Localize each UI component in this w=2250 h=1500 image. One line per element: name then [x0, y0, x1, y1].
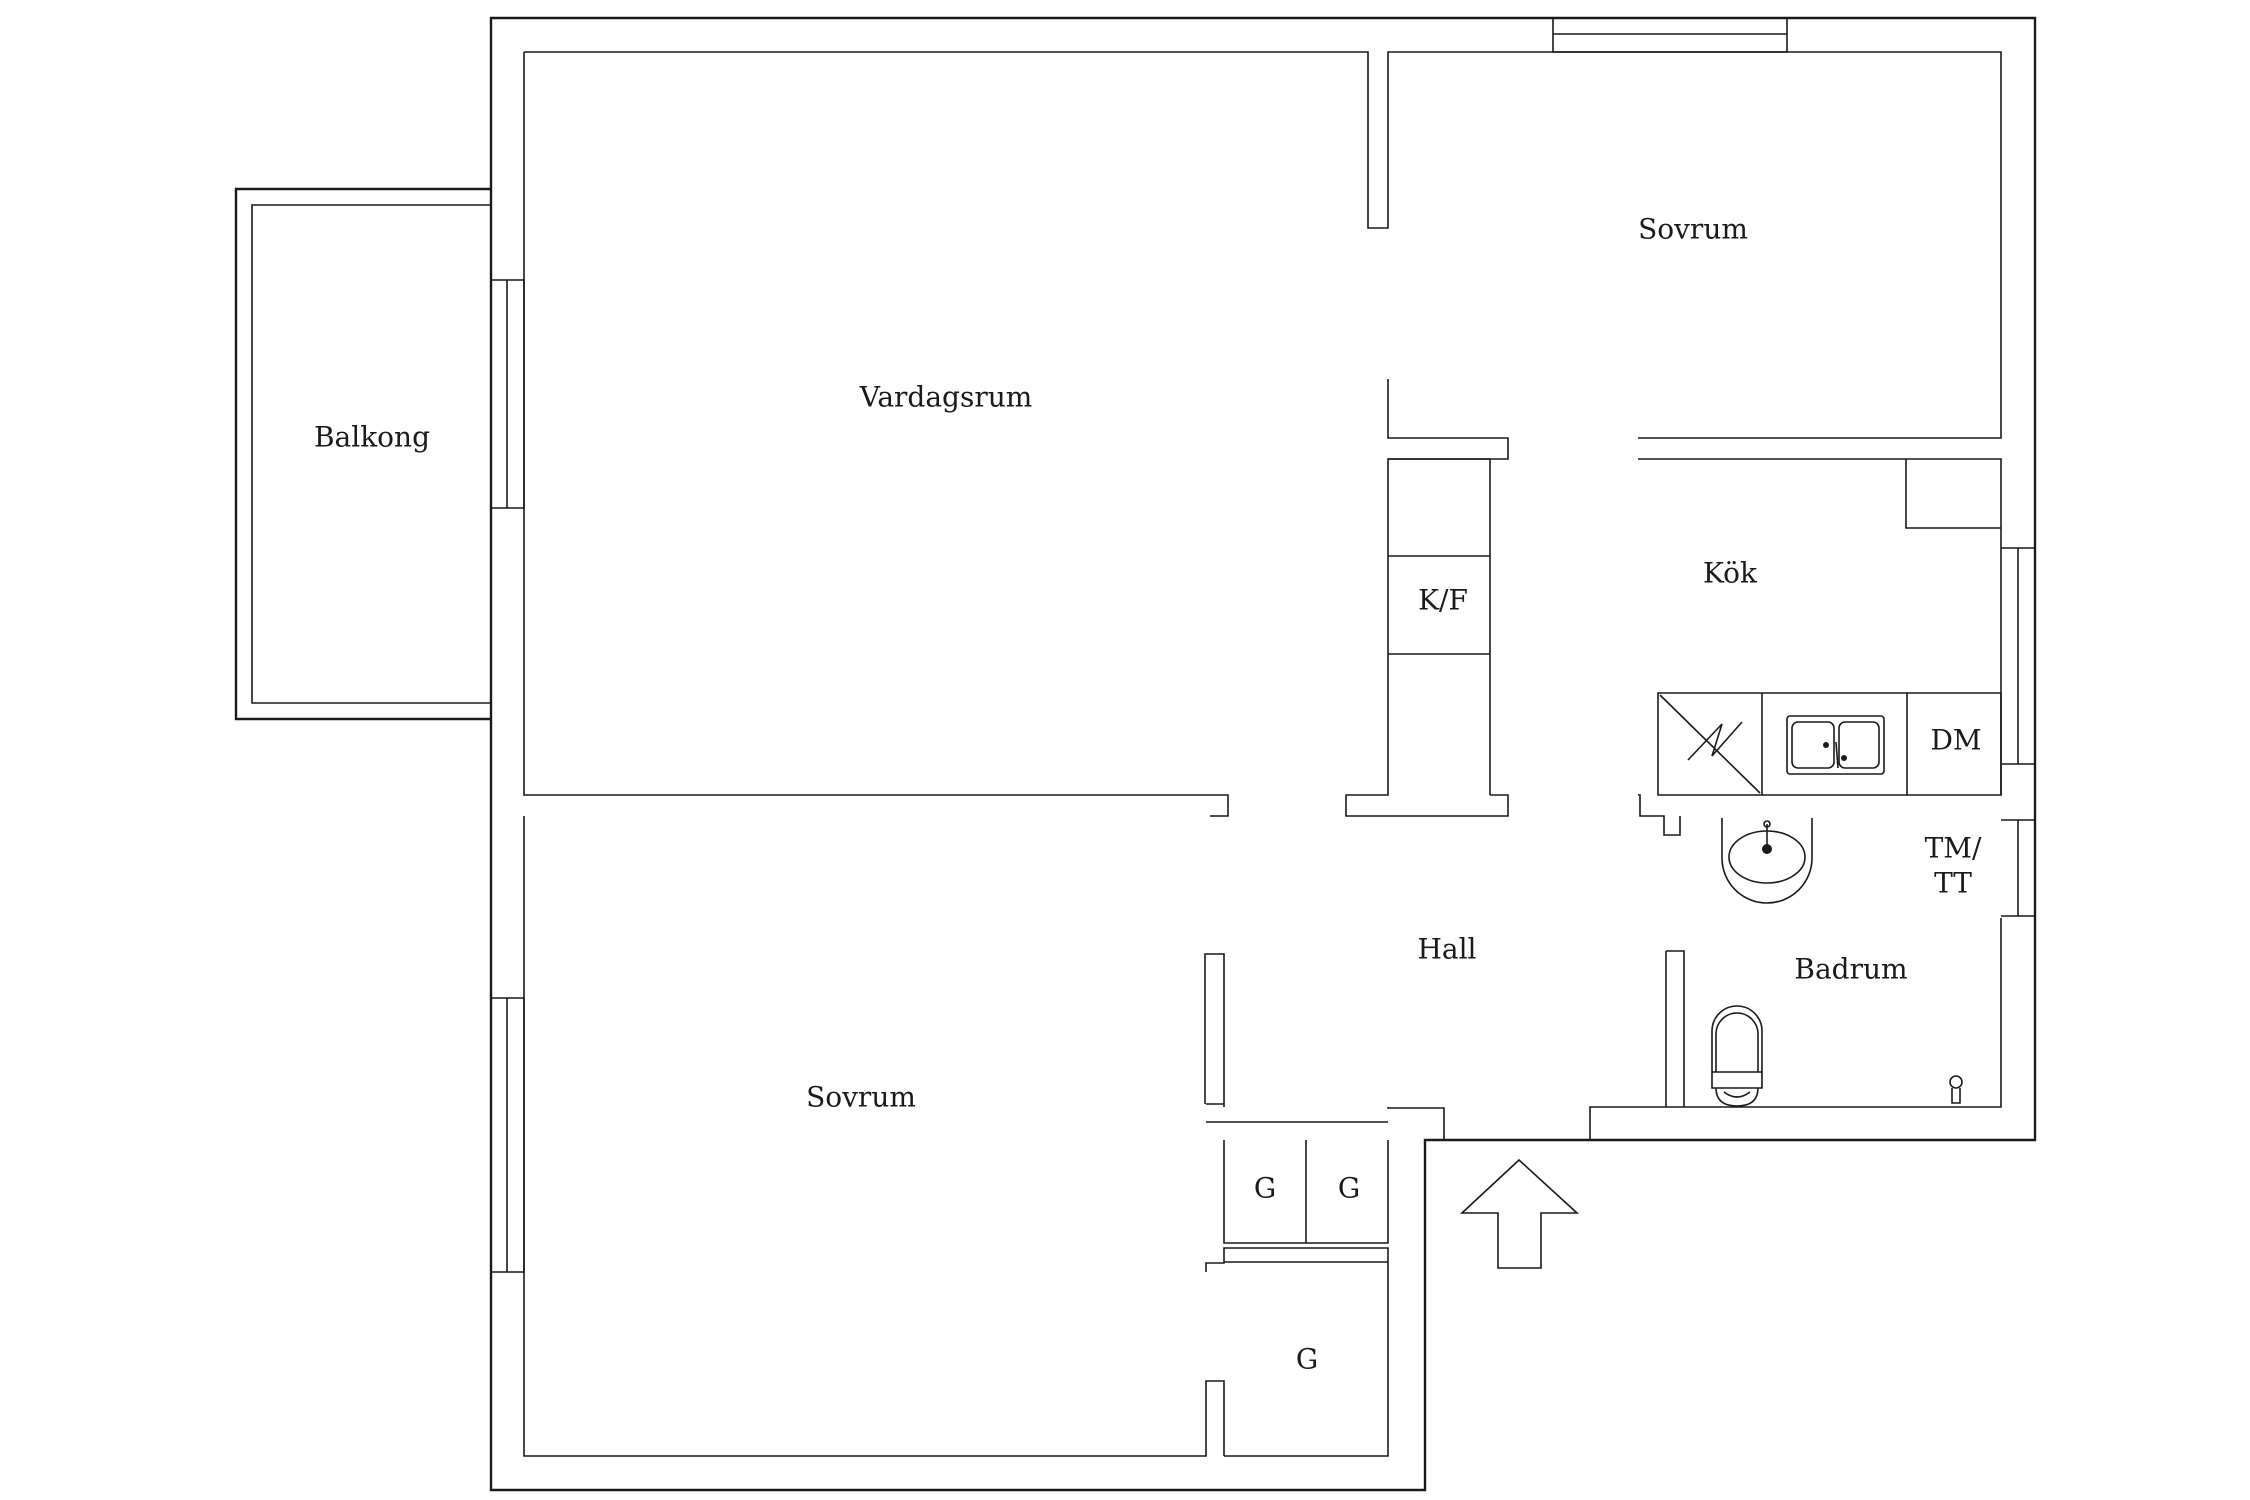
washbasin-icon [1721, 818, 1813, 904]
room-label-hall: Hall [1417, 933, 1476, 966]
kitchen-counter [1657, 459, 2002, 796]
room-label-balkong: Balkong [314, 421, 430, 454]
closets [1206, 1121, 1389, 1263]
balcony [234, 187, 491, 721]
toilet-icon [1711, 1005, 1763, 1107]
room-label-badrum: Badrum [1794, 953, 1907, 986]
closet-label-g3: G [1296, 1343, 1318, 1376]
label-kf: K/F [1418, 584, 1468, 617]
outer-walls [489, 16, 2037, 1492]
fridge-freezer-unit [1388, 458, 1491, 795]
room-label-sovrum-bottom: Sovrum [806, 1081, 916, 1114]
room-label-vardagsrum: Vardagsrum [859, 381, 1033, 414]
label-tm: TM/ [1925, 832, 1982, 865]
floor-drain-icon [1949, 1075, 1963, 1104]
kitchen-sink-icon [1786, 715, 1885, 775]
stove-icon [1659, 694, 1761, 794]
room-label-kok: Kök [1703, 557, 1758, 590]
room-label-sovrum-top: Sovrum [1638, 213, 1748, 246]
closet-label-g2: G [1338, 1172, 1360, 1205]
closet-label-g1: G [1254, 1172, 1276, 1205]
entrance-arrow-icon [1459, 1158, 1580, 1269]
label-dm: DM [1930, 724, 1981, 757]
windows [490, 18, 2036, 1273]
label-tt: TT [1934, 867, 1972, 900]
